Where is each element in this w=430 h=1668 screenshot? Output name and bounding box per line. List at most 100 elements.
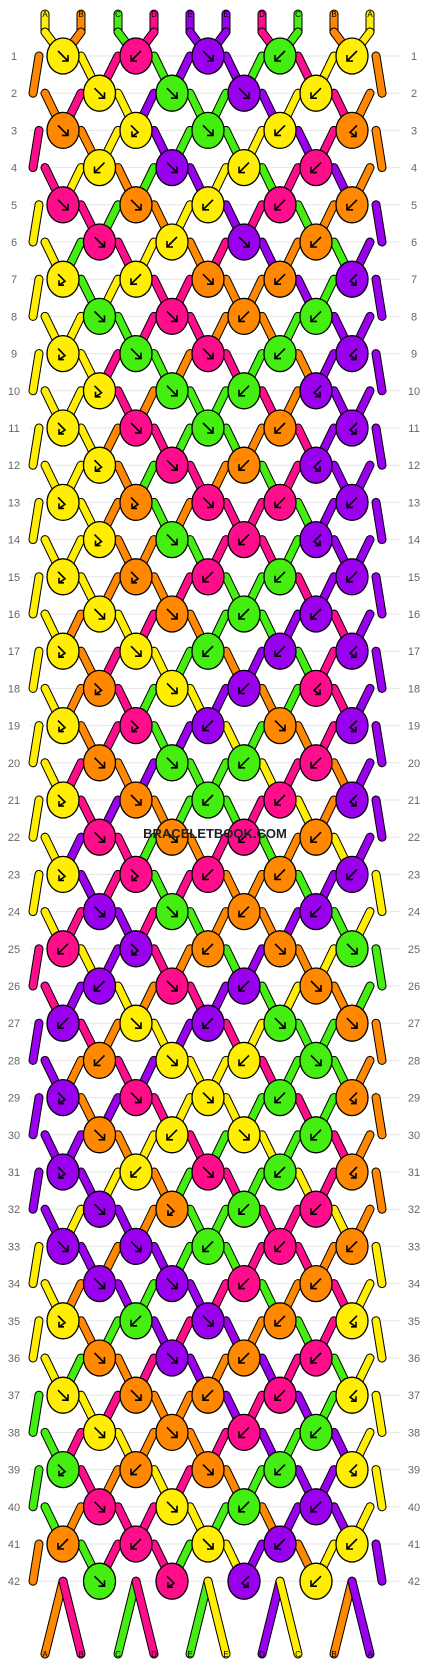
row-number-right: 14 bbox=[408, 535, 420, 547]
strand-segment bbox=[29, 275, 43, 320]
knot-arrow-icon bbox=[346, 199, 358, 211]
knot-arrow-icon bbox=[130, 1315, 142, 1327]
row-number-right: 33 bbox=[408, 1241, 420, 1253]
strand-segment bbox=[29, 870, 43, 916]
row-number-left: 40 bbox=[8, 1502, 20, 1514]
row-number-right: 5 bbox=[411, 200, 417, 212]
row-number-right: 36 bbox=[408, 1353, 420, 1365]
knot-arrow-icon bbox=[274, 1464, 286, 1476]
row-number-left: 32 bbox=[8, 1204, 20, 1216]
knot-arrow-icon bbox=[93, 236, 106, 248]
strand-segment bbox=[29, 52, 43, 97]
knot-arrow-icon bbox=[93, 1575, 106, 1587]
knot-arrow-icon bbox=[274, 868, 286, 881]
knot-arrow-icon bbox=[348, 1092, 358, 1105]
knot-arrow-icon bbox=[310, 608, 322, 620]
strand-segment bbox=[372, 796, 386, 841]
row-number-left: 9 bbox=[11, 349, 17, 361]
knot-arrow-icon bbox=[310, 906, 322, 918]
row-number-right: 16 bbox=[408, 609, 420, 621]
knot-arrow-icon bbox=[238, 236, 250, 248]
knot-arrow-icon bbox=[348, 1166, 358, 1179]
knot-arrow-icon bbox=[310, 831, 322, 843]
knot-arrow-icon bbox=[93, 1129, 106, 1141]
strand-label-bottom: E bbox=[223, 1650, 228, 1659]
row-number-left: 42 bbox=[8, 1576, 20, 1588]
strand-label-top: B bbox=[78, 10, 83, 19]
knot-arrow-icon bbox=[93, 906, 106, 918]
knot-arrow-icon bbox=[310, 87, 322, 99]
strand-segment bbox=[29, 1540, 43, 1585]
knot-arrow-icon bbox=[202, 1092, 214, 1104]
strand-segment bbox=[41, 1577, 67, 1658]
row-number-left: 12 bbox=[8, 460, 20, 472]
knot-arrow-icon bbox=[202, 1017, 214, 1029]
knot-arrow-icon bbox=[166, 162, 178, 174]
knot-arrow-icon bbox=[166, 1129, 178, 1141]
knot-arrow-icon bbox=[202, 496, 214, 509]
knot-arrow-icon bbox=[238, 87, 250, 99]
row-number-left: 4 bbox=[11, 163, 17, 175]
knot-arrow-icon bbox=[274, 720, 286, 732]
knot-arrow-icon bbox=[130, 50, 142, 62]
row-number-left: 30 bbox=[8, 1130, 20, 1142]
knot-arrow-icon bbox=[274, 422, 286, 434]
knot-arrow-icon bbox=[346, 496, 358, 509]
knot-arrow-icon bbox=[166, 1501, 178, 1513]
knot-arrow-icon bbox=[93, 87, 106, 99]
knot-arrow-icon bbox=[274, 943, 286, 955]
knot-arrow-icon bbox=[310, 162, 322, 174]
knot-arrow-icon bbox=[57, 124, 69, 137]
knot-arrow-icon bbox=[202, 1315, 214, 1327]
strand-segment bbox=[29, 1242, 43, 1288]
knot-arrow-icon bbox=[202, 199, 214, 211]
knot-arrow-icon bbox=[93, 831, 106, 843]
row-number-left: 33 bbox=[8, 1241, 20, 1253]
knot-arrow-icon bbox=[274, 1092, 286, 1104]
watermark-text: BRACELETBOOK.COM bbox=[143, 826, 287, 841]
knot-arrow-icon bbox=[93, 1426, 106, 1439]
row-number-right: 34 bbox=[408, 1279, 420, 1291]
knot-arrow-icon bbox=[93, 1054, 106, 1067]
knot-arrow-icon bbox=[346, 1240, 358, 1253]
knot-arrow-icon bbox=[346, 571, 358, 583]
knot-arrow-icon bbox=[238, 682, 250, 695]
knot-arrow-icon bbox=[348, 273, 358, 286]
knot-arrow-icon bbox=[130, 645, 142, 657]
knot-arrow-icon bbox=[274, 199, 286, 211]
row-number-right: 35 bbox=[408, 1316, 420, 1328]
strand-segment bbox=[114, 1577, 140, 1658]
row-number-left: 2 bbox=[11, 88, 17, 100]
knot-arrow-icon bbox=[166, 831, 178, 843]
row-number-right: 15 bbox=[408, 572, 420, 584]
knot-arrow-icon bbox=[166, 1426, 178, 1439]
row-number-left: 36 bbox=[8, 1353, 20, 1365]
row-number-left: 24 bbox=[8, 907, 20, 919]
knot-arrow-icon bbox=[130, 943, 140, 956]
knot-arrow-icon bbox=[93, 1203, 106, 1215]
row-number-right: 31 bbox=[408, 1167, 420, 1179]
knot-arrow-icon bbox=[93, 757, 106, 769]
knot-arrow-icon bbox=[166, 385, 178, 397]
row-number-right: 8 bbox=[411, 311, 417, 323]
knot-arrow-icon bbox=[57, 199, 69, 211]
strand-label-top: C bbox=[295, 10, 301, 19]
row-number-right: 3 bbox=[411, 125, 417, 137]
knot-arrow-icon bbox=[238, 310, 250, 323]
strand-label-bottom: D bbox=[259, 1650, 265, 1659]
row-number-right: 7 bbox=[411, 274, 417, 286]
strand-segment bbox=[372, 1391, 386, 1436]
row-number-left: 14 bbox=[8, 535, 20, 547]
row-number-left: 35 bbox=[8, 1316, 20, 1328]
knot-arrow-icon bbox=[346, 1538, 358, 1550]
row-number-left: 15 bbox=[8, 572, 20, 584]
strand-segment bbox=[186, 1577, 212, 1658]
row-number-left: 6 bbox=[11, 237, 17, 249]
knot-arrow-icon bbox=[57, 50, 69, 62]
knot-arrow-icon bbox=[57, 1315, 67, 1328]
knot-arrow-icon bbox=[274, 124, 286, 137]
knot-arrow-icon bbox=[202, 124, 214, 137]
row-number-left: 19 bbox=[8, 721, 20, 733]
strand-segment bbox=[330, 1577, 356, 1658]
knot-arrow-icon bbox=[166, 1203, 176, 1216]
